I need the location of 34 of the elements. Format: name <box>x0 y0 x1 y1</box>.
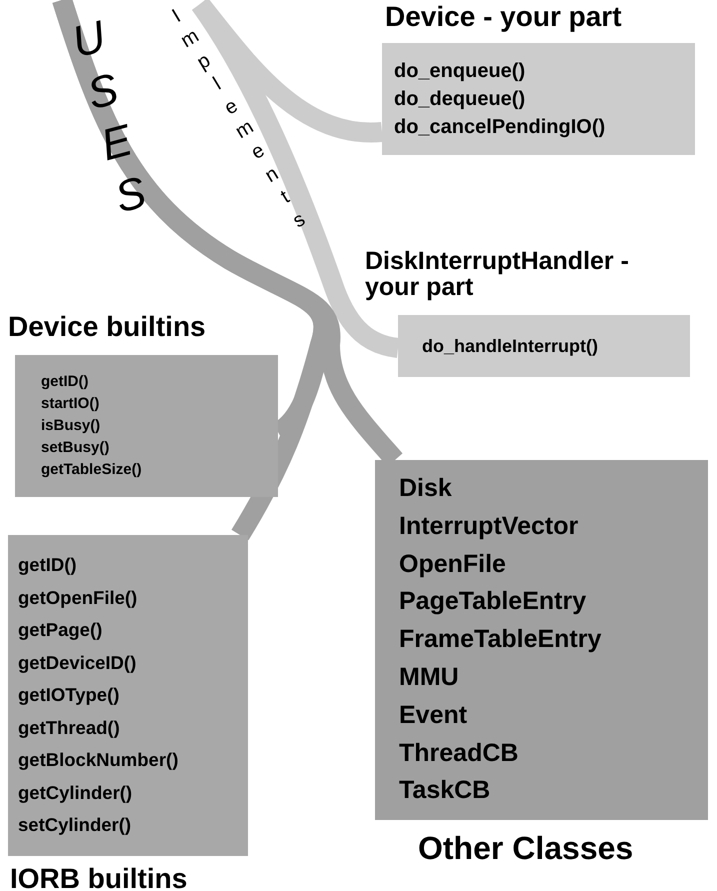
edge-label: Implements <box>168 0 320 234</box>
method-name: getBlockNumber() <box>18 748 180 772</box>
class-heading: DiskInterruptHandler - your part <box>365 248 630 300</box>
method-name: isBusy() <box>41 416 102 436</box>
method-name: do_enqueue() <box>394 59 526 84</box>
method-name: OpenFile <box>399 548 507 580</box>
method-name: getIOType() <box>18 683 120 707</box>
method-name: TaskCB <box>399 775 492 806</box>
method-name: getCylinder() <box>18 780 134 805</box>
method-name: Event <box>399 700 468 731</box>
method-name: do_handleInterrupt() <box>422 334 599 358</box>
edge-label: USES <box>66 10 152 225</box>
method-name: Disk <box>399 473 453 504</box>
method-name: InterruptVector <box>399 510 580 542</box>
method-name: getThread() <box>18 716 121 740</box>
method-name: getID() <box>18 553 78 577</box>
method-name: setCylinder() <box>18 813 132 837</box>
method-name: MMU <box>399 662 460 693</box>
method-name: getDeviceID() <box>18 650 138 675</box>
method-name: getPage() <box>18 618 104 642</box>
method-name: PageTableEntry <box>399 586 588 618</box>
class-heading: Other Classes <box>418 832 634 866</box>
method-name: do_dequeue() <box>394 87 526 112</box>
method-name: getTableSize() <box>41 460 143 480</box>
class-heading: IORB builtins <box>10 864 188 891</box>
method-name: ThreadCB <box>399 738 520 769</box>
class-heading: Device builtins <box>8 312 207 342</box>
method-name: FrameTableEntry <box>399 624 602 656</box>
method-name: startIO() <box>41 394 100 414</box>
method-name: getID() <box>41 372 90 392</box>
class-heading: Device - your part <box>385 2 623 32</box>
method-name: getOpenFile() <box>18 586 138 610</box>
method-name: setBusy() <box>41 438 110 458</box>
method-name: do_cancelPendingIO() <box>394 115 606 140</box>
